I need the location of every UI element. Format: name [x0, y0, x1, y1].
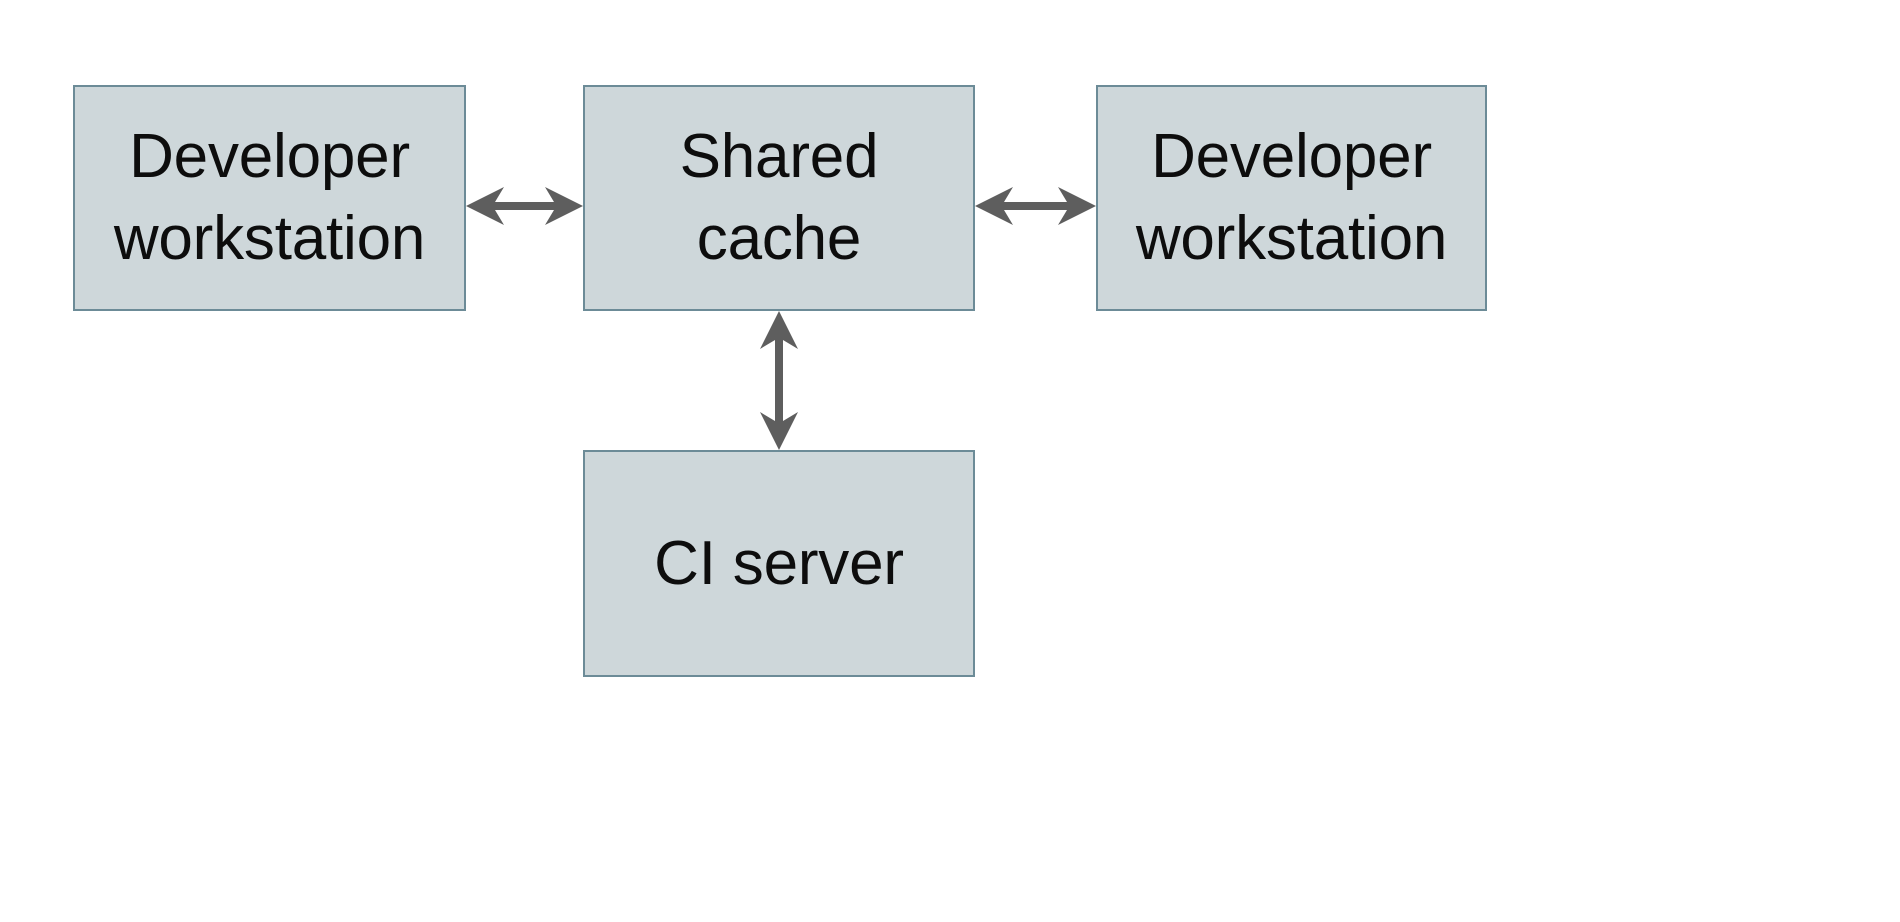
connector-cache-to-right-workstation — [975, 184, 1096, 228]
node-developer-workstation-left[interactable]: Developer workstation — [73, 85, 466, 311]
node-ci-server[interactable]: CI server — [583, 450, 975, 677]
connector-ci-server-to-cache — [757, 311, 801, 450]
node-shared-cache[interactable]: Shared cache — [583, 85, 975, 311]
connector-left-workstation-to-cache — [466, 184, 583, 228]
node-developer-workstation-right[interactable]: Developer workstation — [1096, 85, 1487, 311]
